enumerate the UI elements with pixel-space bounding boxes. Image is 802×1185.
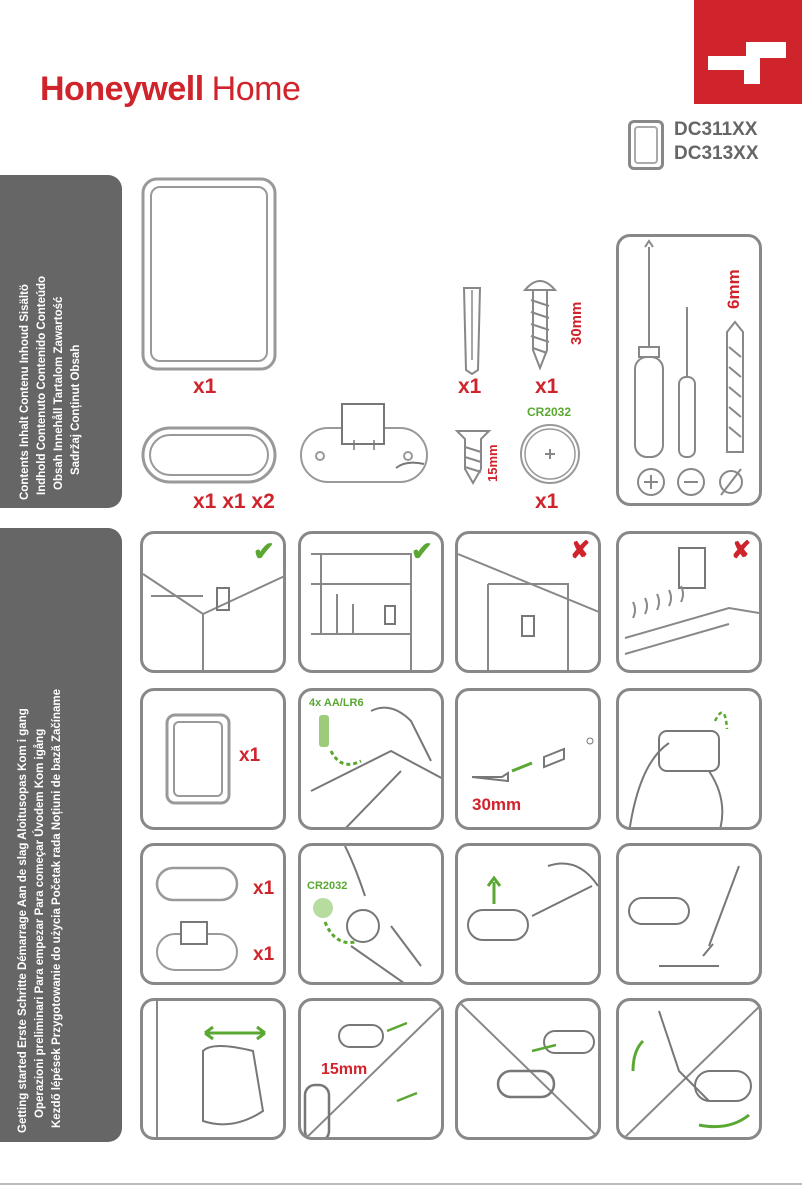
long-screw-length: 30mm	[568, 301, 585, 345]
step-insert-coin-cell: CR2032	[298, 843, 444, 985]
coin-battery-illustration	[518, 422, 582, 486]
push-button-illustration	[140, 425, 278, 485]
ok-check-icon: ✔	[253, 536, 275, 566]
step-chime-qty: x1	[239, 745, 261, 766]
step-push-parts: x1 x1	[140, 843, 286, 985]
contents-label-line-1: Contents Inhalt Contenu Inhoud Sisältö	[19, 284, 31, 500]
step-push-qty-b: x1	[253, 944, 275, 965]
step-remove-push	[616, 998, 762, 1140]
step-push-qty-a: x1	[253, 878, 275, 899]
brand-name-bold: Honeywell	[40, 70, 204, 108]
start-label-line-3: Kezdő lépések Przygotowanie do użycia Po…	[51, 688, 63, 1128]
placement-ok-wall: ✔	[140, 531, 286, 673]
contents-label-line-4: Sadržaj Conținut Obsah	[70, 344, 82, 475]
step-insert-batteries: 4x AA/LR6	[298, 688, 444, 830]
short-screw-illustration	[453, 425, 493, 487]
placement-ok-shelf: ✔	[298, 531, 444, 673]
long-screw-illustration	[515, 270, 565, 375]
screw-qty: x1	[535, 375, 559, 398]
bad-cross-icon: ✘	[570, 537, 591, 564]
chime-qty: x1	[193, 375, 217, 398]
push-parts-qty: x1 x1 x2	[193, 490, 275, 513]
wall-plug-illustration	[452, 280, 492, 375]
contents-label-line-3: Obsah Innehåll Tartalom Zawartość	[53, 296, 65, 490]
step-screw-into-plug: 30mm	[455, 688, 601, 830]
step-chime-unit: x1	[140, 688, 286, 830]
step-attach-push	[455, 998, 601, 1140]
getting-started-sidebar: Getting started Erste Schritte Démarrage…	[0, 528, 122, 1142]
model-number-2: DC313XX	[674, 143, 759, 164]
placement-bad-metal: ✘	[455, 531, 601, 673]
battery-qty: x1	[535, 490, 559, 513]
step-mark-position	[616, 843, 762, 985]
step-mount-chime	[616, 688, 762, 830]
mounting-bracket-illustration	[298, 400, 430, 485]
placement-bad-heater: ✘	[616, 531, 762, 673]
step-open-push	[455, 843, 601, 985]
bad-cross-icon-2: ✘	[731, 537, 752, 564]
brand-name-light: Home	[211, 70, 301, 108]
battery-spec-label: 4x AA/LR6	[309, 697, 364, 709]
brand-corner-icon	[708, 42, 786, 84]
model-numbers: DC311XX DC313XX	[674, 118, 759, 166]
model-number-1: DC311XX	[674, 119, 758, 140]
coin-cell-label: CR2032	[307, 880, 348, 892]
step-screw-length: 30mm	[472, 795, 522, 814]
contents-sidebar: Contents Inhalt Contenu Inhoud Sisältö I…	[0, 175, 122, 508]
start-label-line-2: Operazioni preliminari Para empezar Para…	[34, 728, 46, 1118]
step-fix-bracket: 15mm	[298, 998, 444, 1140]
start-label-line-1: Getting started Erste Schritte Démarrage…	[17, 708, 29, 1133]
driver-size-label: 6mm	[724, 269, 743, 309]
ok-check-icon-2: ✔	[411, 536, 433, 566]
screwdrivers-icon	[634, 239, 744, 496]
brand-corner-mark	[694, 0, 802, 104]
plug-qty: x1	[458, 375, 482, 398]
tools-panel: 6mm	[616, 234, 762, 506]
footer-rule	[0, 1183, 802, 1185]
step-clean-surface	[140, 998, 286, 1140]
chime-model-icon	[628, 120, 664, 170]
battery-type-label: CR2032	[527, 405, 572, 419]
contents-label-line-2: Indhold Contenuto Contenido Conteúdo	[36, 275, 48, 495]
short-screw-length: 15mm	[485, 444, 500, 482]
step-fix-length: 15mm	[321, 1061, 368, 1078]
chime-unit-illustration	[140, 176, 278, 372]
